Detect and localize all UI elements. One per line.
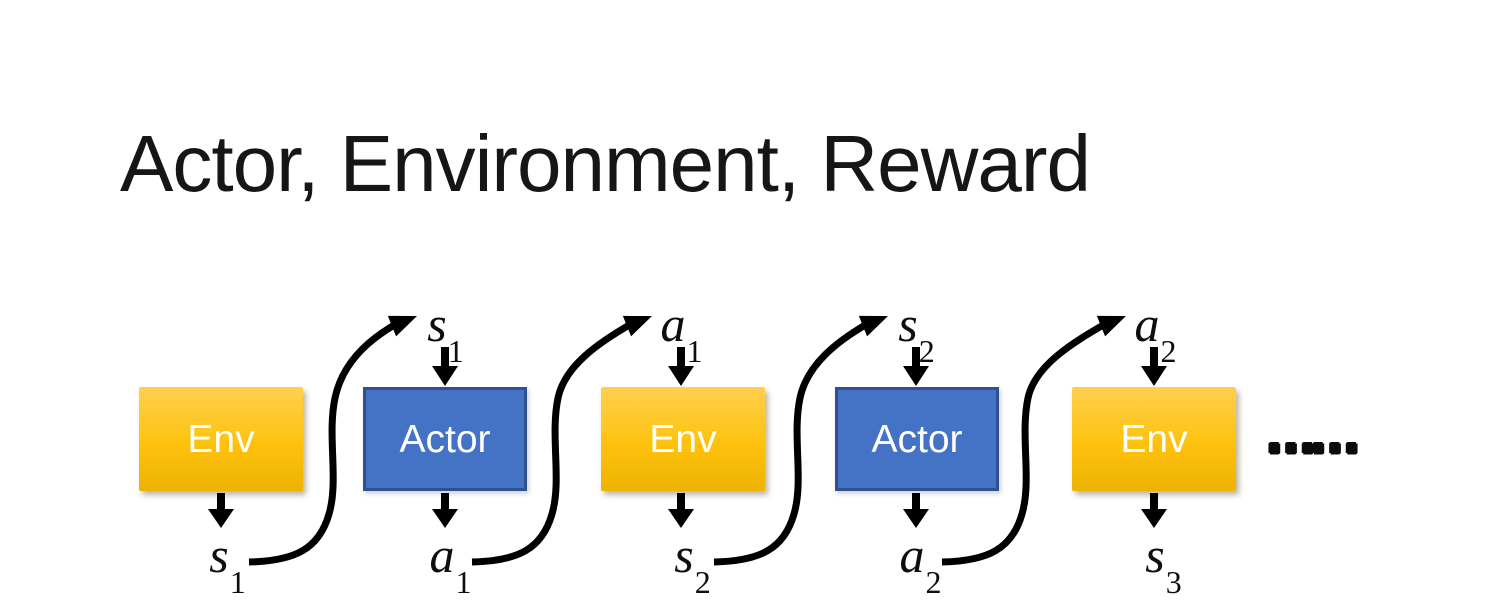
arrow-env2-out-s2-icon (668, 493, 694, 528)
state-label-s2-top-base: s (898, 296, 918, 352)
state-label-s1-top-sub: 1 (447, 333, 464, 369)
state-label-s2-top: s2 (898, 296, 934, 367)
state-label-s1-bottom-sub: 1 (229, 564, 246, 600)
arrow-actor2-out-a2-icon (903, 493, 929, 528)
state-label-s3-bottom-base: s (1145, 527, 1165, 583)
continuation-ellipsis: …… (1266, 407, 1360, 465)
state-label-s2-bottom-sub: 2 (694, 564, 711, 600)
actor-box-1: Actor (363, 387, 527, 491)
state-label-s1-top: s1 (427, 296, 463, 367)
state-label-s3-bottom: s3 (1145, 527, 1181, 598)
action-label-a2-top-base: a (1134, 296, 1160, 352)
actor-box-2: Actor (835, 387, 999, 491)
actor-box-2-label: Actor (871, 417, 963, 461)
state-label-s2-bottom: s2 (674, 527, 710, 598)
action-label-a1-bottom-base: a (429, 527, 455, 583)
state-label-s3-bottom-sub: 3 (1165, 564, 1182, 600)
env-box-3: Env (1072, 387, 1236, 491)
arrow-env1-out-s1-icon (208, 493, 234, 528)
state-label-s2-bottom-base: s (674, 527, 694, 583)
action-label-a1-top-base: a (660, 296, 686, 352)
state-label-s2-top-sub: 2 (918, 333, 935, 369)
env-box-1-label: Env (187, 417, 255, 461)
action-label-a1-bottom-sub: 1 (455, 564, 472, 600)
env-box-1: Env (139, 387, 303, 491)
arrow-env3-out-s3-icon (1141, 493, 1167, 528)
action-label-a1-top-sub: 1 (686, 333, 703, 369)
state-label-s1-bottom-base: s (209, 527, 229, 583)
env-box-2: Env (601, 387, 765, 491)
state-label-s1-top-base: s (427, 296, 447, 352)
env-box-3-label: Env (1120, 417, 1188, 461)
action-label-a1-bottom: a1 (429, 527, 472, 598)
actor-box-1-label: Actor (399, 417, 491, 461)
action-label-a2-bottom: a2 (899, 527, 942, 598)
state-label-s1-bottom: s1 (209, 527, 245, 598)
arrow-actor1-out-a1-icon (432, 493, 458, 528)
action-label-a2-top: a2 (1134, 296, 1177, 367)
action-label-a2-bottom-sub: 2 (925, 564, 942, 600)
action-label-a2-top-sub: 2 (1160, 333, 1177, 369)
page-title: Actor, Environment, Reward (120, 119, 1091, 208)
env-box-2-label: Env (649, 417, 717, 461)
action-label-a2-bottom-base: a (899, 527, 925, 583)
action-label-a1-top: a1 (660, 296, 703, 367)
